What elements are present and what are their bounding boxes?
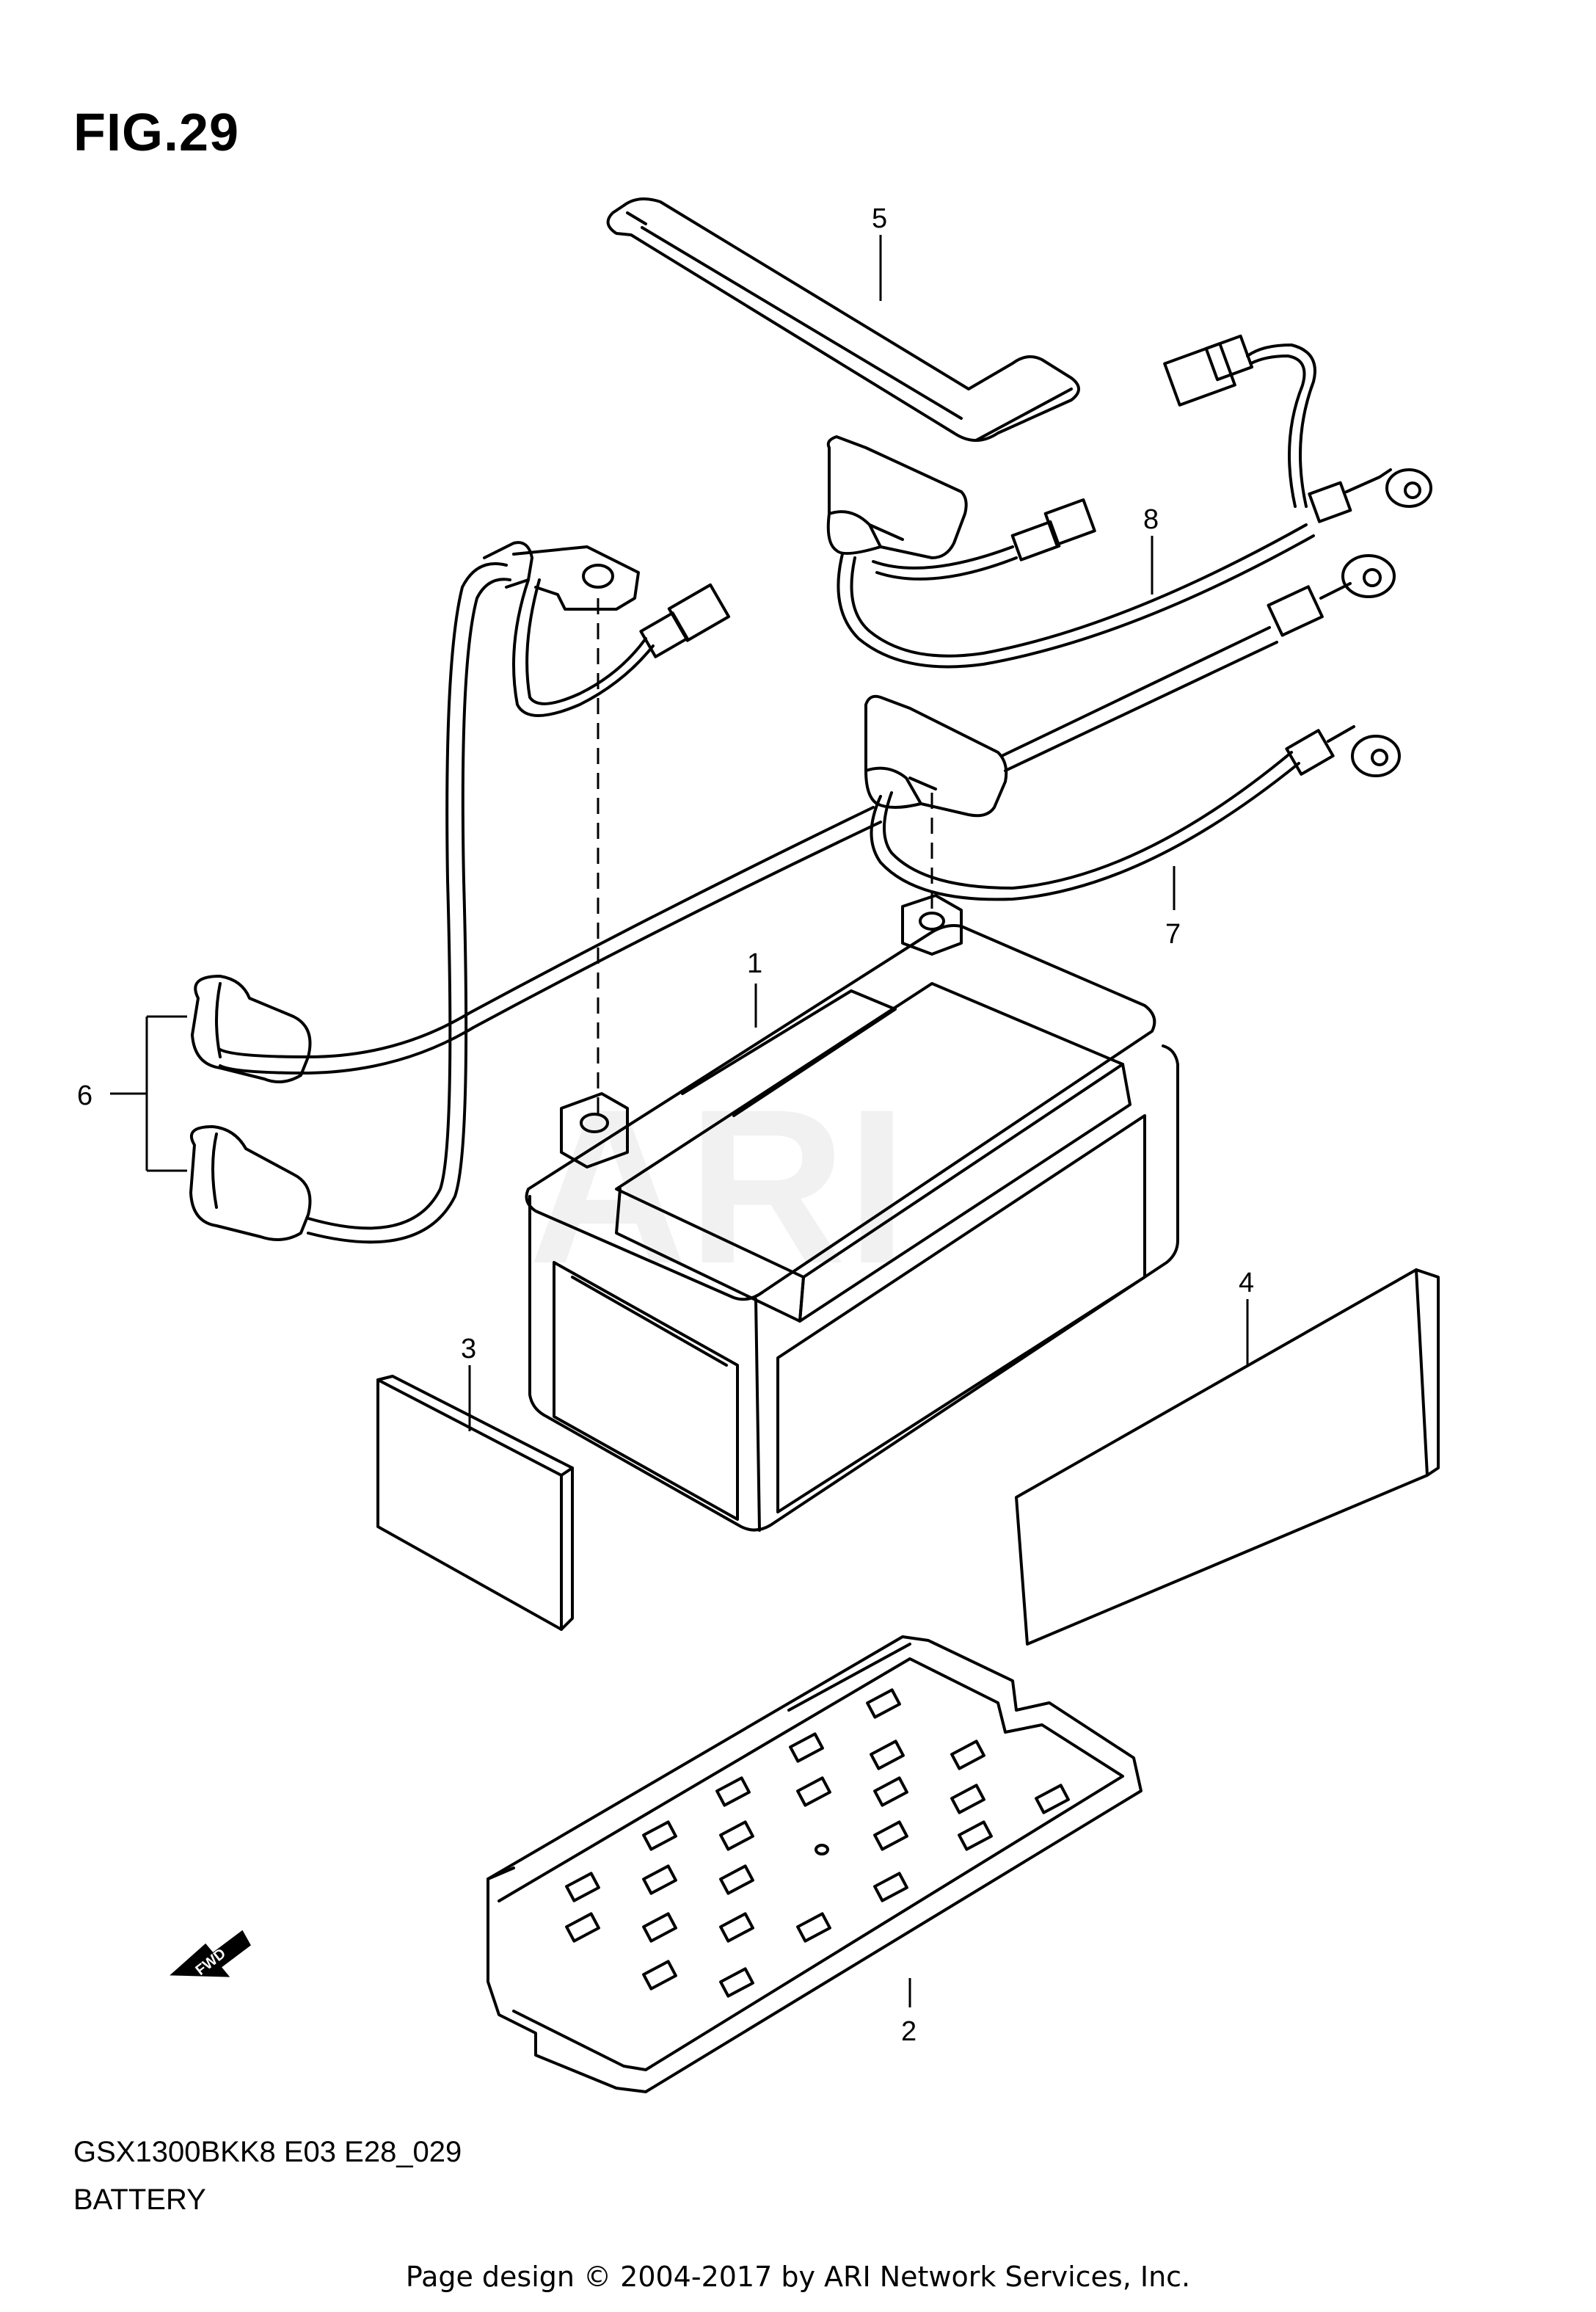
section-name: BATTERY bbox=[73, 2184, 206, 2216]
ground-harness[interactable] bbox=[189, 541, 731, 1244]
callout-4[interactable]: 4 bbox=[1239, 1268, 1254, 1298]
positive-cable[interactable] bbox=[826, 334, 1432, 669]
callout-6[interactable]: 6 bbox=[77, 1080, 92, 1111]
leader-6 bbox=[110, 1015, 187, 1172]
callout-3[interactable]: 3 bbox=[461, 1334, 476, 1364]
watermark: ARI bbox=[528, 1063, 908, 1309]
page-footer: Page design © 2004-2017 by ARI Network S… bbox=[405, 2261, 1191, 2293]
negative-cable[interactable] bbox=[870, 725, 1401, 901]
figure-title: FIG.29 bbox=[73, 103, 240, 162]
tray-slots bbox=[565, 1688, 1070, 1998]
battery-tray[interactable] bbox=[487, 1635, 1143, 2093]
callout-1[interactable]: 1 bbox=[747, 948, 762, 979]
battery-pad-small[interactable] bbox=[376, 1375, 574, 1631]
model-code: GSX1300BKK8 E03 E28_029 bbox=[73, 2136, 462, 2168]
callout-5[interactable]: 5 bbox=[872, 203, 887, 234]
battery[interactable] bbox=[525, 894, 1179, 1532]
callout-8[interactable]: 8 bbox=[1143, 504, 1159, 535]
callout-2[interactable]: 2 bbox=[901, 2016, 917, 2047]
callout-7[interactable]: 7 bbox=[1165, 919, 1181, 950]
fwd-arrow-icon: FWD bbox=[170, 1930, 251, 1979]
main-battery-cable[interactable] bbox=[219, 554, 1396, 1075]
battery-pad-large[interactable] bbox=[1015, 1268, 1440, 1646]
battery-strap[interactable] bbox=[606, 197, 1080, 442]
